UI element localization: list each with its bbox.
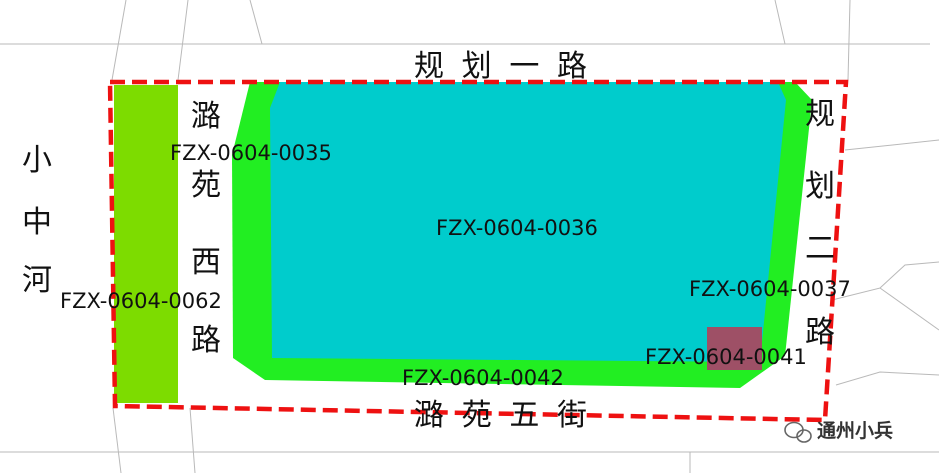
parcel-fzx-0604-0036	[270, 82, 786, 362]
street-line	[847, 0, 851, 81]
river-label: 小中河	[22, 143, 52, 298]
watermark-text: 通州小兵	[817, 420, 893, 442]
parcel-code-0041: FZX-0604-0041	[645, 345, 807, 369]
street-line	[189, 407, 196, 473]
street-line	[262, 0, 786, 45]
street-line	[835, 371, 939, 386]
parcel-code-0042: FZX-0604-0042	[402, 366, 564, 390]
watermark: 通州小兵	[784, 420, 893, 443]
street-line	[249, 0, 263, 45]
wechat-icon	[784, 421, 812, 443]
street-line	[112, 407, 122, 473]
street-line	[177, 0, 189, 81]
parcel-fzx-0604-0041	[707, 327, 762, 370]
parcel-code-0036: FZX-0604-0036	[436, 216, 598, 240]
street-line	[111, 0, 127, 81]
road-label-north: 规划一路	[414, 49, 600, 84]
road-label-west: 潞苑西路	[191, 99, 221, 358]
road-label-south: 潞苑五街	[414, 398, 600, 433]
street-line	[844, 139, 939, 151]
parcel-code-0035: FZX-0604-0035	[170, 141, 332, 165]
parcel-code-0037: FZX-0604-0037	[689, 277, 851, 301]
parcel-code-0062: FZX-0604-0062	[60, 289, 222, 313]
road-label-east: 规划二路	[805, 97, 835, 350]
parcel-fzx-0604-0062	[114, 85, 178, 403]
street-line	[879, 261, 939, 289]
planning-boundary	[107, 79, 849, 423]
